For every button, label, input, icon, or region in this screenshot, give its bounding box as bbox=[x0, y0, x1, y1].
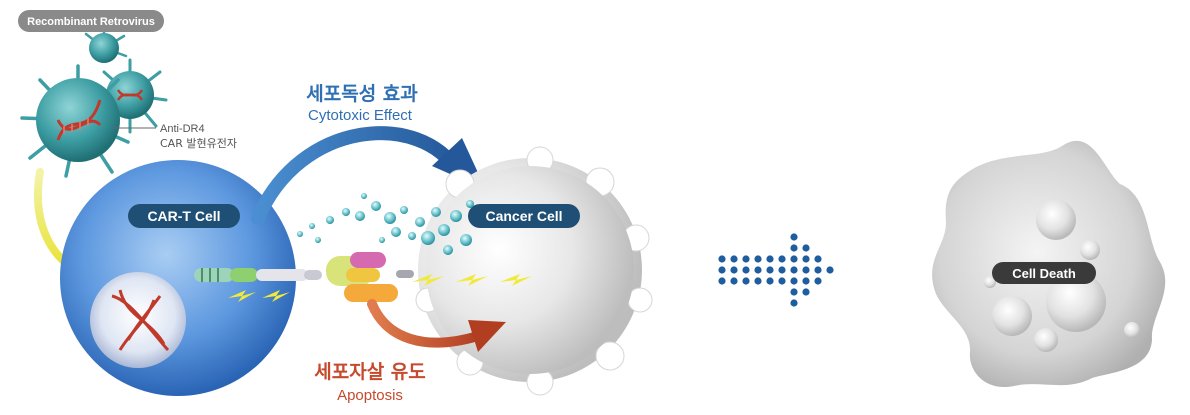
arrow-dot bbox=[766, 277, 774, 285]
arrow-dot bbox=[778, 266, 786, 274]
signal-sparks-car bbox=[228, 290, 290, 302]
apoptosis-arrowhead bbox=[468, 320, 506, 352]
arrow-dot bbox=[718, 266, 726, 274]
arrow-dot bbox=[814, 277, 822, 285]
arrow-dot bbox=[790, 288, 798, 296]
retrovirus-label: Recombinant Retrovirus bbox=[27, 16, 155, 28]
arrow-dot bbox=[718, 277, 726, 285]
arrow-dot bbox=[802, 277, 810, 285]
cytotoxic-title-ko: 세포독성 효과 bbox=[306, 83, 418, 105]
arrow-dot bbox=[754, 266, 762, 274]
nucleus-dna-icon bbox=[111, 289, 170, 352]
arrow-dot bbox=[790, 255, 798, 263]
virus-medium bbox=[102, 58, 168, 134]
cytotoxic-title-en: Cytotoxic Effect bbox=[308, 107, 413, 124]
arrow-dot bbox=[814, 255, 822, 263]
dead-cell-vesicles bbox=[984, 200, 1140, 352]
arrow-dot bbox=[742, 266, 750, 274]
cytotoxic-granules bbox=[297, 193, 474, 255]
arrow-dot bbox=[766, 266, 774, 274]
arrow-dot bbox=[754, 277, 762, 285]
car-t-pill bbox=[128, 204, 240, 228]
arrow-dot bbox=[790, 244, 798, 252]
car-gene-label: CAR 발현유전자 bbox=[160, 137, 237, 150]
virus-large bbox=[20, 64, 130, 178]
cancer-cell-label: Cancer Cell bbox=[485, 208, 562, 224]
arrow-dot bbox=[742, 277, 750, 285]
arrow-dot bbox=[754, 255, 762, 263]
retrovirus-pill bbox=[18, 10, 164, 32]
arrow-dot bbox=[802, 266, 810, 274]
cancer-cell-pill bbox=[468, 204, 580, 228]
arrow-dot bbox=[730, 255, 738, 263]
arrow-dot bbox=[742, 255, 750, 263]
arrow-dot bbox=[790, 266, 798, 274]
arrow-dot bbox=[790, 233, 798, 241]
car-receptor bbox=[194, 268, 322, 282]
virus-small-top bbox=[84, 24, 128, 63]
cytotoxic-arrow bbox=[251, 126, 465, 225]
arrow-dot bbox=[790, 299, 798, 307]
arrow-dot bbox=[826, 266, 834, 274]
arrow-dot bbox=[814, 266, 822, 274]
anti-dr4-label: Anti-DR4 bbox=[160, 123, 205, 135]
arrow-dot bbox=[778, 255, 786, 263]
car-t-label: CAR-T Cell bbox=[147, 208, 220, 224]
arrow-dot bbox=[778, 277, 786, 285]
apoptosis-title-en: Apoptosis bbox=[337, 387, 403, 404]
car-t-nucleus bbox=[90, 272, 186, 368]
arrow-dot bbox=[730, 277, 738, 285]
arrow-dot bbox=[802, 288, 810, 296]
arrow-dot bbox=[718, 255, 726, 263]
cell-death-label: Cell Death bbox=[1012, 266, 1076, 281]
arrow-dot bbox=[802, 244, 810, 252]
apoptosis-arrow bbox=[367, 299, 483, 348]
dotted-progress-arrow bbox=[718, 233, 834, 307]
apoptosis-title-ko: 세포자살 유도 bbox=[314, 361, 426, 383]
cancer-cell bbox=[415, 146, 653, 396]
cell-death-pill bbox=[992, 262, 1096, 284]
arrow-dot bbox=[802, 255, 810, 263]
arrow-dot bbox=[730, 266, 738, 274]
dr4-receptor-ligand bbox=[326, 252, 414, 302]
arrow-dot bbox=[766, 255, 774, 263]
arrow-dot bbox=[790, 277, 798, 285]
signal-sparks-cancer bbox=[412, 274, 532, 286]
